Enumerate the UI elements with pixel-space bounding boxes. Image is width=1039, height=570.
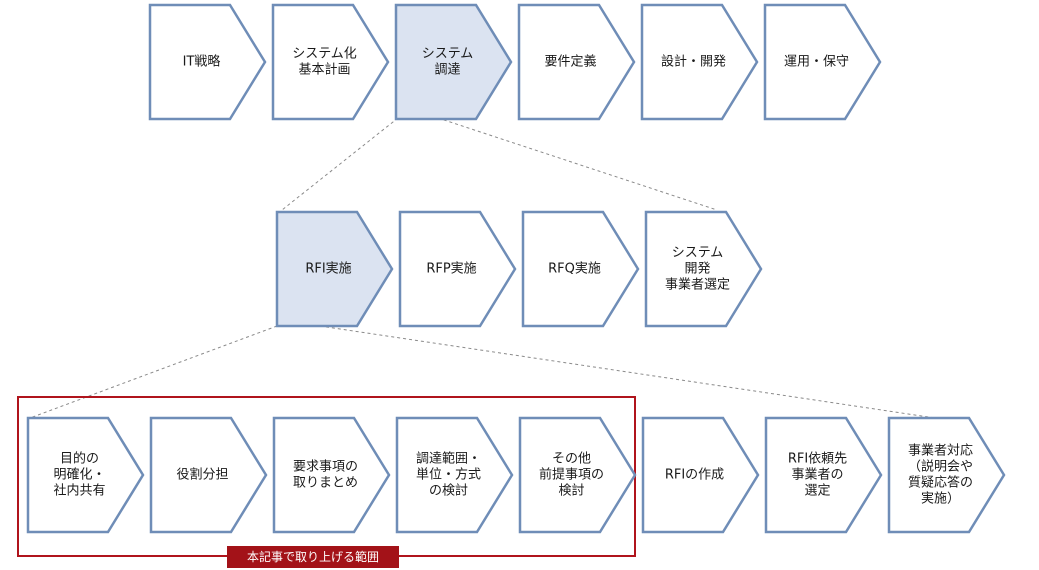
step-label: RFI依頼先 bbox=[788, 452, 847, 467]
step-label: 事業者の bbox=[791, 467, 843, 483]
scope-label: 本記事で取り上げる範囲 bbox=[227, 546, 399, 568]
step-label: 基本計画 bbox=[298, 62, 350, 78]
step-label: 調達 bbox=[434, 63, 460, 78]
step-label: RFQ実施 bbox=[548, 261, 601, 277]
step-shape bbox=[521, 210, 640, 328]
step-label: 調達範囲・ bbox=[416, 452, 481, 467]
connector-line bbox=[281, 117, 399, 211]
process-step: 要件定義 bbox=[517, 3, 636, 121]
step-label: 前提事項の bbox=[539, 467, 604, 483]
step-label: RFI実施 bbox=[305, 261, 351, 277]
step-shape bbox=[398, 210, 517, 328]
step-label: 設計・開発 bbox=[661, 54, 726, 70]
step-shape bbox=[394, 3, 513, 121]
step-label: システム bbox=[672, 246, 724, 261]
step-shape bbox=[518, 416, 637, 534]
step-label: 取りまとめ bbox=[293, 476, 358, 491]
step-label: 要求事項の bbox=[293, 460, 358, 475]
step-shape bbox=[275, 210, 394, 328]
process-step: IT戦略 bbox=[148, 3, 267, 121]
step-label: IT戦略 bbox=[183, 54, 221, 70]
connector-line bbox=[319, 325, 936, 419]
process-step: 設計・開発 bbox=[640, 3, 759, 121]
step-label: 検討 bbox=[558, 483, 584, 499]
process-step: RFQ実施 bbox=[521, 210, 640, 328]
step-label: その他 bbox=[552, 452, 591, 467]
step-shape bbox=[272, 416, 391, 534]
step-label: 実施） bbox=[921, 491, 960, 507]
step-label: RFP実施 bbox=[426, 261, 476, 277]
process-step: RFP実施 bbox=[398, 210, 517, 328]
step-label: 単位・方式 bbox=[416, 467, 481, 483]
step-shape bbox=[517, 3, 636, 121]
process-step: 役割分担 bbox=[149, 416, 268, 534]
step-label: 選定 bbox=[804, 484, 830, 499]
step-shape bbox=[271, 3, 390, 121]
step-label: 要件定義 bbox=[544, 54, 596, 70]
step-shape bbox=[149, 416, 268, 534]
step-shape bbox=[395, 416, 514, 534]
step-label: 運用・保守 bbox=[784, 55, 849, 70]
step-shape bbox=[644, 210, 763, 328]
step-label: 社内共有 bbox=[53, 483, 105, 499]
step-label: 事業者選定 bbox=[665, 277, 730, 293]
step-shape bbox=[26, 416, 145, 534]
process-step: 運用・保守 bbox=[763, 3, 882, 121]
step-shape bbox=[148, 3, 267, 121]
step-label: 役割分担 bbox=[176, 467, 228, 483]
connector-line bbox=[29, 325, 278, 419]
step-label: 事業者対応 bbox=[908, 443, 973, 459]
step-label: システム化 bbox=[292, 47, 357, 62]
step-label: RFIの作成 bbox=[665, 468, 724, 483]
step-label: （説明会や bbox=[908, 459, 973, 475]
step-label: 目的の bbox=[60, 451, 99, 467]
step-label: 質疑応答の bbox=[908, 475, 973, 491]
step-shape bbox=[641, 416, 760, 534]
step-shape bbox=[763, 3, 882, 121]
step-label: の検討 bbox=[429, 483, 468, 499]
step-label: 開発 bbox=[684, 262, 710, 277]
connector-line bbox=[437, 117, 718, 211]
step-label: システム bbox=[422, 47, 474, 62]
step-shape bbox=[887, 416, 1006, 534]
step-shape bbox=[640, 3, 759, 121]
step-shape bbox=[764, 416, 883, 534]
process-step: RFIの作成 bbox=[641, 416, 760, 534]
step-label: 明確化・ bbox=[53, 467, 105, 483]
process-step: RFI実施 bbox=[275, 210, 394, 328]
